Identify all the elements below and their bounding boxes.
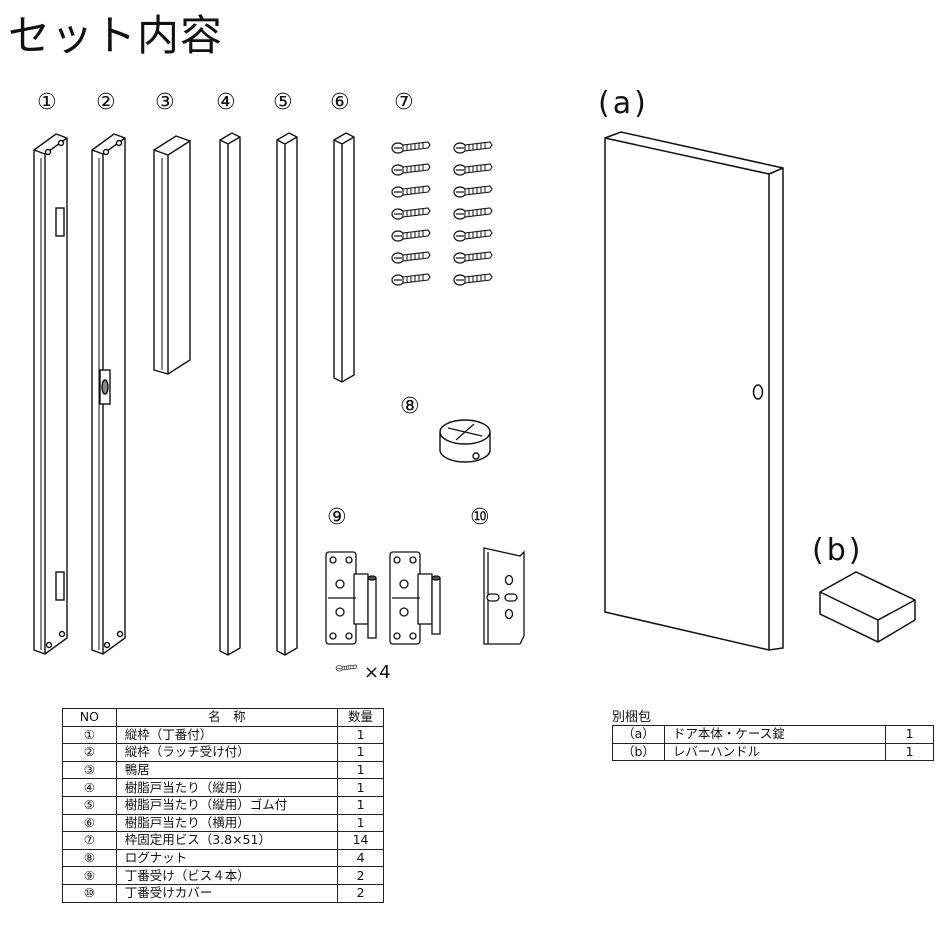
log-nut (439, 419, 491, 463)
row-qty: 2 (337, 883, 384, 903)
separate-package-caption: 別梱包 (612, 710, 652, 725)
row-qty: 2 (337, 866, 384, 885)
row-qty: 1 (337, 795, 384, 815)
row-name: 樹脂戸当たり（縦用）ゴム付 (115, 795, 339, 815)
resin-stop-horizontal (333, 132, 355, 383)
row-name: ログナット (115, 848, 339, 868)
hinge-receiver-2 (389, 551, 441, 645)
row-name: 丁番受けカバー (115, 883, 339, 903)
row-qty: 1 (337, 760, 384, 780)
row-qty: 1 (337, 778, 384, 797)
page-title: セット内容 (8, 11, 224, 60)
item-number-9: ⑨ (327, 505, 347, 530)
item-number-6: ⑥ (330, 90, 350, 115)
hinge-screw-icon (335, 664, 358, 672)
row-name: 縦枠（ラッチ受け付） (115, 743, 339, 762)
parts-illustration (33, 131, 916, 672)
item-number-1: ① (37, 90, 57, 115)
row-qty: 1 (885, 725, 934, 744)
row-qty: 4 (337, 848, 384, 868)
head-jamb (153, 135, 191, 375)
item-number-4: ④ (216, 90, 236, 115)
row-no: （a） (612, 725, 665, 744)
screw-qty-note: ×4 (364, 662, 391, 683)
row-qty: 1 (885, 742, 934, 762)
row-no: ① (62, 725, 117, 745)
item-number-2: ② (96, 90, 116, 115)
row-no: ⑩ (62, 883, 117, 903)
row-qty: 1 (337, 813, 384, 833)
row-name: レバーハンドル (663, 742, 887, 762)
row-qty: 1 (337, 725, 384, 745)
item-number-5: ⑤ (273, 90, 293, 115)
row-name: 丁番受け（ビス４本） (115, 866, 339, 885)
row-no: （b） (612, 742, 665, 762)
row-no: ⑨ (62, 866, 117, 885)
header-qty: 数量 (337, 708, 384, 727)
hinge-receiver-1 (325, 551, 377, 645)
lever-handle-box (819, 571, 916, 643)
row-name: ドア本体・ケース錠 (663, 725, 887, 744)
item-number-10: ⑩ (470, 505, 490, 530)
row-no: ② (62, 743, 117, 762)
item-number-8: ⑧ (400, 394, 420, 419)
row-no: ⑤ (62, 795, 117, 815)
resin-stop-vertical-rubber (276, 132, 298, 656)
handle-label: (b) (812, 533, 864, 568)
table-header-row: NO 名 称 数量 (62, 708, 384, 727)
row-name: 枠固定用ビス（3.8×51） (115, 831, 339, 850)
jamb-with-latch-receiver (91, 133, 126, 655)
item-number-7: ⑦ (394, 90, 414, 115)
item-number-3: ③ (155, 90, 175, 115)
resin-stop-vertical (219, 132, 241, 656)
row-no: ⑧ (62, 848, 117, 868)
row-name: 樹脂戸当たり（縦用） (115, 778, 339, 797)
row-name: 縦枠（丁番付） (115, 725, 339, 745)
door-panel (604, 131, 784, 651)
frame-screws (391, 141, 493, 286)
header-no: NO (62, 708, 117, 727)
row-no: ⑥ (62, 813, 117, 833)
row-name: 樹脂戸当たり（横用） (115, 813, 339, 833)
row-no: ⑦ (62, 831, 117, 850)
door-label: (a) (598, 86, 649, 121)
jamb-with-hinges (33, 133, 68, 655)
row-no: ③ (62, 760, 117, 780)
row-qty: 1 (337, 743, 384, 762)
hinge-receiver-cover (483, 547, 525, 645)
header-name: 名 称 (115, 708, 339, 727)
row-qty: 14 (337, 831, 384, 850)
row-no: ④ (62, 778, 117, 797)
row-name: 鴨居 (115, 760, 339, 780)
